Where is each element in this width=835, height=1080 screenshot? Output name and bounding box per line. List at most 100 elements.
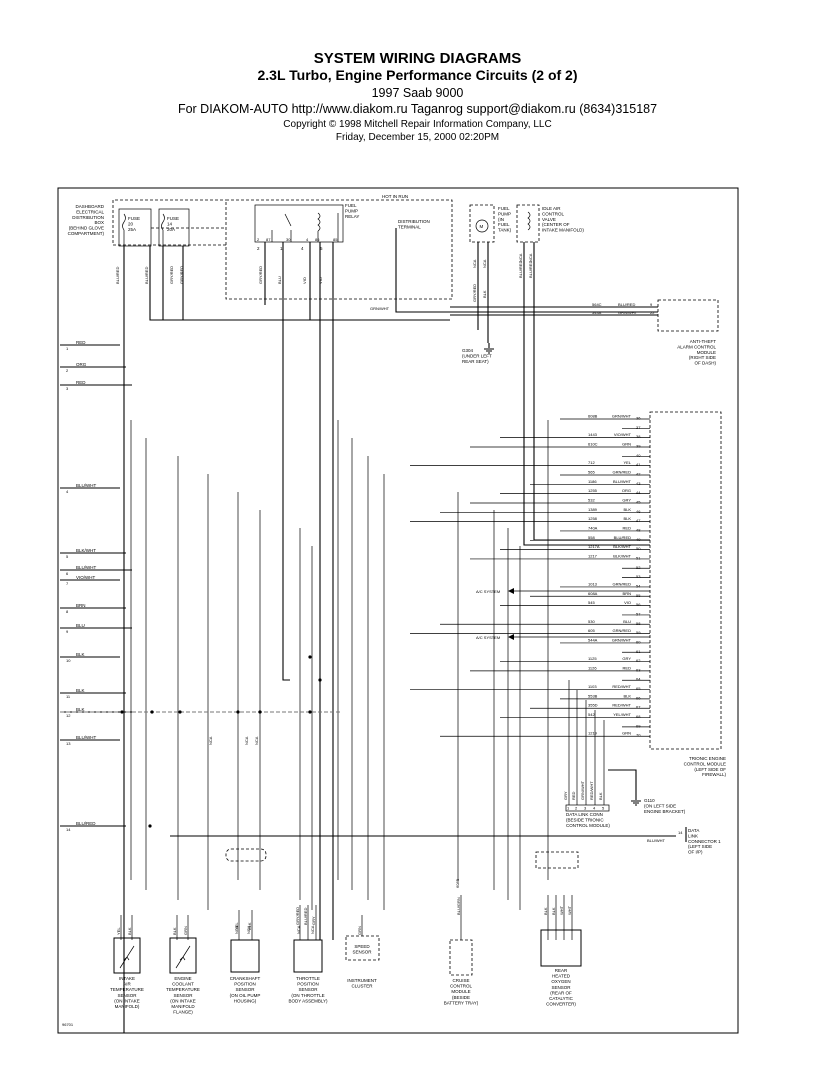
- anti-theft-label: MODULE: [697, 350, 716, 355]
- mid-nca-label: NCA: [254, 736, 259, 745]
- distribution-terminal-label: DISTRIBUTION: [398, 219, 430, 224]
- ecu-pin-num: 43: [636, 481, 641, 486]
- sensor-wire-label: BLK: [127, 927, 132, 935]
- sensor-wire-label: BLU/GRN: [456, 897, 461, 915]
- left-wire-label: BLK: [76, 652, 85, 657]
- sensor-wire-label: BLK: [247, 922, 252, 930]
- ecu-wire-code: 1126: [588, 665, 597, 670]
- ecu-wire-code: 1443: [588, 432, 598, 437]
- ecu-pin-num: 41: [636, 462, 641, 467]
- sensor-wire-label: GRY/RED: [295, 907, 300, 925]
- ecu-wire-color: BLK: [623, 693, 631, 698]
- relay-pin-label: 87: [266, 237, 271, 242]
- fuel-pump-label: FUEL: [498, 222, 510, 227]
- left-wire-num: 13: [66, 741, 71, 746]
- ecu-wire-code: 544A: [588, 637, 598, 642]
- sensor-label-1: FLANGE): [173, 1010, 193, 1015]
- fuse-14-label: 20A: [167, 227, 175, 232]
- left-wire-num: 14: [66, 827, 71, 832]
- anti-theft-box: [657, 299, 719, 332]
- fuel-pump-relay-label: FUEL: [345, 203, 357, 208]
- data-link-pin: 2: [575, 806, 578, 811]
- wire-iac-1: [523, 242, 650, 546]
- left-wire-label: RED: [76, 340, 86, 345]
- ecu-wire-code: 542: [588, 712, 595, 717]
- data-link-conn-label: CONTROL MODULE): [566, 823, 610, 828]
- sensor-label-7: (REAR OF: [550, 990, 572, 995]
- ecu-pin-num: 67: [636, 705, 641, 710]
- ecu-pin-num: 61: [636, 649, 641, 654]
- ecu-pin-num: 45: [636, 499, 641, 504]
- sensor-label-1: (ON INTAKE: [170, 998, 195, 1003]
- source-line: For DIAKOM-AUTO http://www.diakom.ru Tag…: [177, 102, 658, 116]
- data-link-connector-label: (LEFT SIDE: [688, 844, 712, 849]
- throttle-sensor-box: [293, 939, 323, 973]
- ground-g110-label: ENGINE BRACKET): [644, 809, 686, 814]
- left-wire-label: BLU/WHT: [76, 735, 97, 740]
- data-link-pin: 1: [567, 806, 570, 811]
- fuse-20-label: FUSE: [128, 216, 140, 221]
- ecu-wire-color: GRN/WHT: [612, 637, 632, 642]
- hot-in-run-box: [225, 199, 453, 300]
- ecu-wire-code: 1217: [588, 553, 598, 558]
- ecu-pin-num: 38: [636, 434, 641, 439]
- sensor-wire-label: BLK: [543, 907, 548, 915]
- ecu-pin-num: 53: [636, 574, 641, 579]
- fuse-14-label: 14: [167, 221, 173, 226]
- sensor-wire-label: GRY: [311, 916, 316, 925]
- left-wire-num: 11: [66, 694, 71, 699]
- ecu-pin-num: 49: [636, 537, 641, 542]
- sensor-label-6: MODULE: [451, 989, 470, 994]
- sensor-label-1: TEMPERATURE: [166, 987, 200, 992]
- ecu-wire-color: BRN: [623, 591, 632, 596]
- ground-g304-label: (UNDER LEFT: [462, 353, 492, 358]
- ecu-wire-code: 1219: [588, 731, 598, 736]
- sensor-label-3: POSITION: [297, 982, 319, 987]
- sensor-label-7: SENSOR: [551, 985, 571, 990]
- ecu-wire-code: 1217A: [588, 544, 600, 549]
- splice-dot: [318, 678, 322, 682]
- sensor-label-1: SENSOR: [173, 993, 193, 998]
- ecu-wire-code: 610C: [588, 441, 598, 446]
- ecu-wire-code: 712: [588, 460, 595, 465]
- ecu-wire-code: 355D: [588, 703, 598, 708]
- ecu-wire-color: BLK/WHT: [613, 544, 631, 549]
- ecu-pin-num: 60: [636, 639, 641, 644]
- anti-theft-label: (RIGHT SIDE: [689, 355, 716, 360]
- sensor-label-6: BATTERY TRAY): [444, 1000, 479, 1005]
- fuse-wire-label: BLU/RED: [144, 267, 149, 284]
- data-link-connector-label: LINK: [688, 833, 698, 838]
- wire-grnwht-antitheft: [395, 300, 658, 313]
- ecu-wire-color: GRN: [622, 441, 631, 446]
- ecu-wire-color: GRN: [622, 731, 631, 736]
- left-wire-label: BRN: [76, 603, 86, 608]
- data-link-wire-label: GRN/WHT: [580, 780, 585, 800]
- copyright-line: Copyright © 1998 Mitchell Repair Informa…: [283, 119, 552, 130]
- wire-group: [60, 227, 687, 1033]
- ecu-pin-num: 58: [636, 621, 641, 626]
- iac-connector-label: NCA: [528, 253, 533, 262]
- ecu-wire-code: 530: [588, 619, 595, 624]
- ecu-pin-num: 44: [636, 490, 641, 495]
- sensor-connector-label: NCA: [246, 925, 251, 934]
- ecu-wire-code: 558: [588, 535, 595, 540]
- fuse-14-box: [158, 208, 190, 247]
- page-title: SYSTEM WIRING DIAGRAMS: [313, 50, 522, 67]
- ground-g304-label: G304: [462, 348, 474, 353]
- trionic-label: TRIONIC ENGINE: [689, 756, 726, 761]
- splice-dot: [308, 655, 312, 659]
- diagram-frame: [57, 187, 739, 1034]
- sensor-wire-label: GRN: [357, 926, 362, 935]
- sensor-label-2: CRANKSHAFT: [230, 976, 261, 981]
- pump-wire-label: GRY/RED: [472, 284, 477, 302]
- ecu-wire-code: 1389: [588, 507, 598, 512]
- ecu-pin-num: 66: [636, 695, 641, 700]
- ecu-pin-num: 52: [636, 565, 641, 570]
- sensor-wire-label: GRN: [183, 926, 188, 935]
- date-line: Friday, December 15, 2000 02:20PM: [335, 132, 500, 143]
- left-wire-num: 5: [66, 554, 69, 559]
- ecu-wire-code: 1186: [588, 479, 597, 484]
- fuel-pump-relay-box: [254, 204, 344, 243]
- fuse-wire-label: GRY/RED: [179, 266, 184, 284]
- sensor-label-1: MANIFOLD: [171, 1004, 195, 1009]
